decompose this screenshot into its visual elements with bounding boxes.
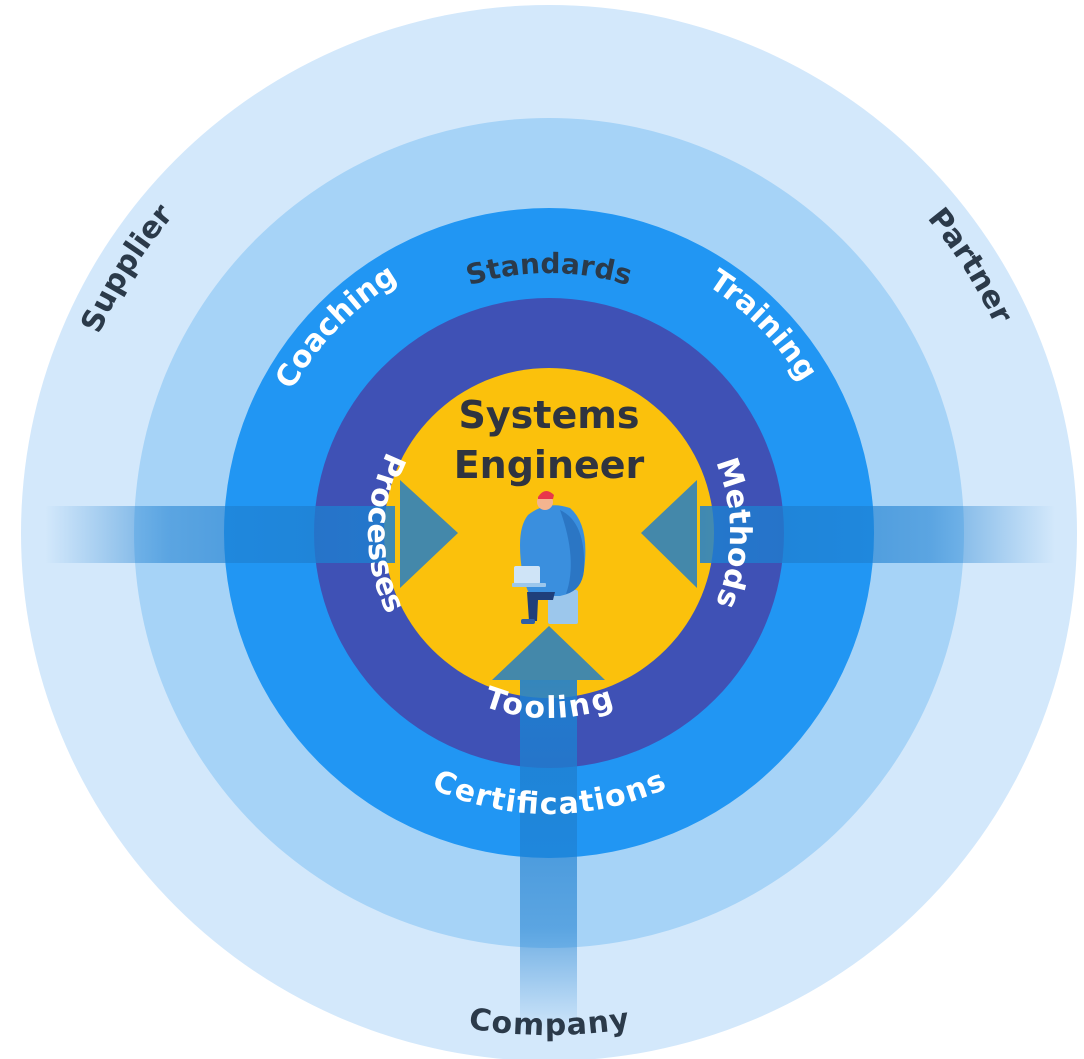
label-company: Company [467, 1001, 632, 1042]
center-title-line2: Engineer [454, 443, 645, 487]
left-arrowhead [400, 480, 458, 588]
right-arrowhead [641, 480, 697, 588]
person-with-laptop-icon [512, 490, 586, 624]
right-band [700, 506, 1055, 563]
bottom-band [520, 680, 577, 1035]
left-band [45, 506, 395, 563]
center-title-line1: Systems [459, 393, 640, 437]
bottom-arrowhead [492, 626, 605, 680]
